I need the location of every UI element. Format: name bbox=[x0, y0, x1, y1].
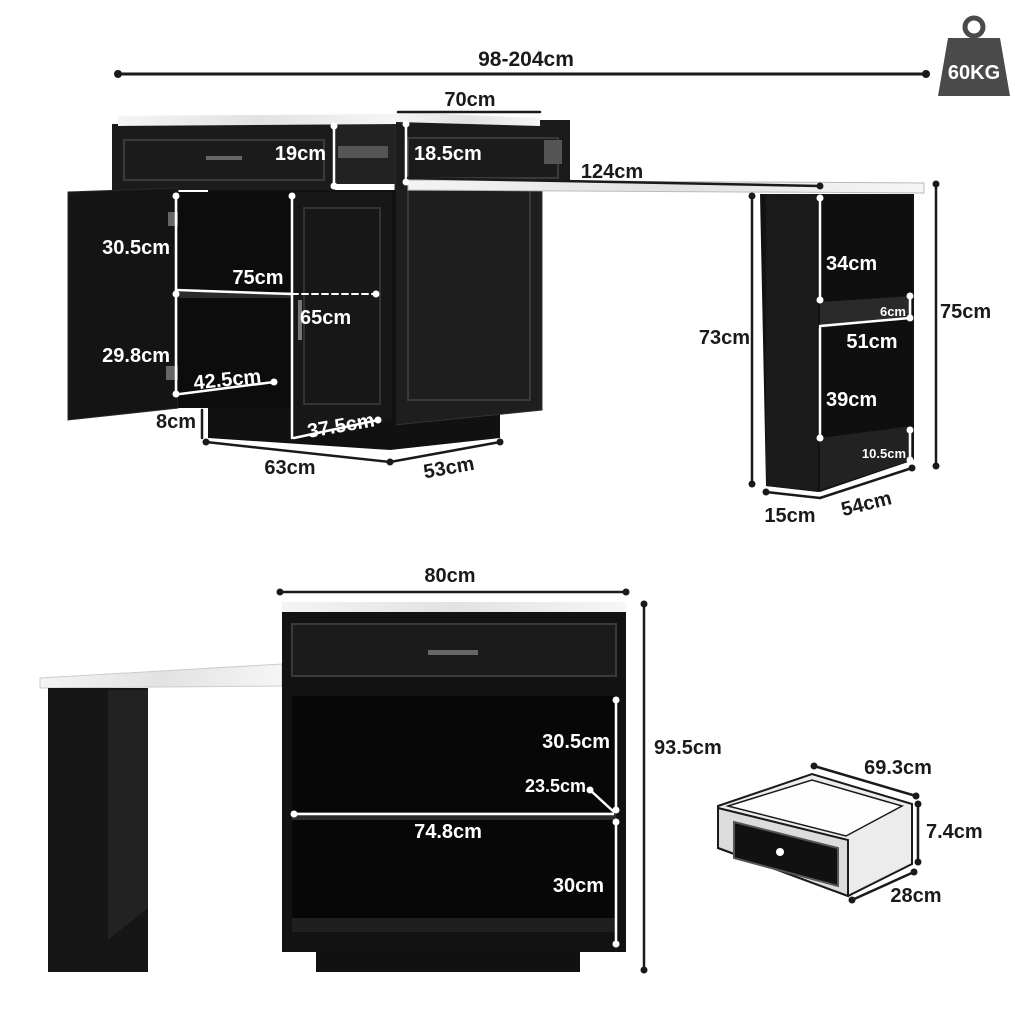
extension-tabletop bbox=[407, 179, 925, 194]
base-height-label: 8cm bbox=[156, 411, 196, 433]
drawer-dimension-lines bbox=[810, 762, 922, 904]
drawer-width-label: 69.3cm bbox=[864, 757, 932, 779]
cabinet-depth-label: 63cm bbox=[264, 457, 315, 479]
front-shelf-depth-label: 23.5cm bbox=[525, 776, 586, 796]
drawer-height-left-label: 19cm bbox=[275, 143, 326, 165]
upper-shelf-height-label: 30.5cm bbox=[102, 237, 170, 259]
cabinet-height-label: 65cm bbox=[300, 307, 351, 329]
front-shelf-width-label: 74.8cm bbox=[414, 821, 482, 843]
leg-base-label: 10.5cm bbox=[862, 446, 906, 461]
leg-thickness-label: 15cm bbox=[764, 505, 815, 527]
drawer-depth-label: 28cm bbox=[890, 885, 941, 907]
drawer-height-label: 7.4cm bbox=[926, 821, 983, 843]
front-lower-height-label: 30cm bbox=[553, 875, 604, 897]
front-view-labels: 80cm 30.5cm 23.5cm 74.8cm 93.5cm 30cm bbox=[414, 565, 722, 897]
total-width-label: 98-204cm bbox=[478, 48, 574, 71]
drawer-height-right-label: 18.5cm bbox=[414, 143, 482, 165]
leg-gap-label: 6cm bbox=[880, 304, 906, 319]
leg-height-label: 73cm bbox=[699, 327, 750, 349]
front-upper-height-label: 30.5cm bbox=[542, 731, 610, 753]
front-width-label: 80cm bbox=[424, 565, 475, 587]
cabinet-side-label: 53cm bbox=[422, 453, 476, 484]
island-cabinet-perspective bbox=[67, 112, 570, 450]
drawer-labels: 69.3cm 7.4cm 28cm bbox=[864, 757, 983, 907]
weight-label: 60KG bbox=[948, 62, 1000, 84]
front-total-height-label: 93.5cm bbox=[654, 737, 722, 759]
top-view-dimension-lines bbox=[172, 110, 940, 500]
inner-width-label: 75cm bbox=[232, 267, 283, 289]
lower-shelf-height-label: 29.8cm bbox=[102, 345, 170, 367]
front-view-dimension-lines bbox=[276, 588, 648, 974]
leg-upper-label: 34cm bbox=[826, 253, 877, 275]
leg-shelf-unit bbox=[760, 194, 914, 492]
leg-lower-label: 39cm bbox=[826, 389, 877, 411]
leg-depth-label: 54cm bbox=[839, 487, 894, 521]
table-height-label: 75cm bbox=[940, 301, 991, 323]
leg-inner-width-label: 51cm bbox=[846, 331, 897, 353]
drawer-box bbox=[717, 772, 913, 898]
extension-length-label: 124cm bbox=[581, 161, 643, 183]
drawer-width-label: 70cm bbox=[444, 89, 495, 111]
weight-icon: 60KG bbox=[938, 15, 1010, 96]
total-width-dimension: 98-204cm bbox=[114, 48, 930, 78]
